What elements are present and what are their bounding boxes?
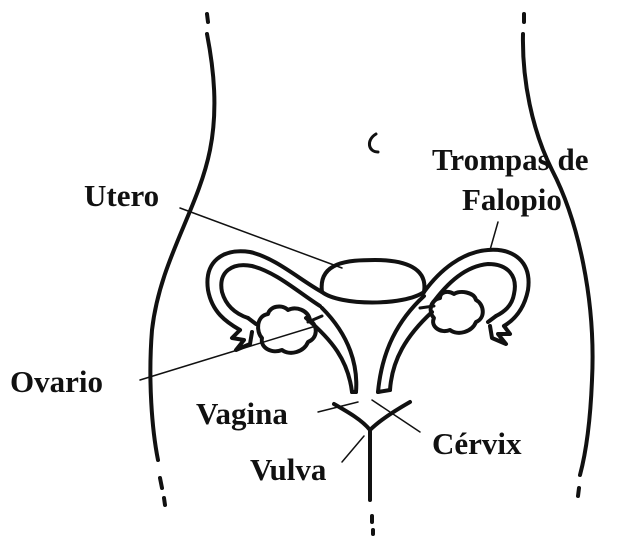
vagina-right-line bbox=[370, 402, 410, 430]
uterus-leader bbox=[180, 208, 342, 268]
right-ovary bbox=[431, 292, 483, 333]
label-tubes-line1: Trompas de bbox=[432, 142, 588, 177]
leader-lines bbox=[140, 208, 498, 462]
uterus-right-wall bbox=[378, 296, 424, 392]
vulva-leader bbox=[342, 436, 364, 462]
tubes-leader bbox=[490, 222, 498, 250]
left-ovary bbox=[258, 307, 316, 353]
cervix-leader bbox=[372, 400, 420, 432]
vagina-left-line bbox=[334, 404, 370, 430]
label-uterus: Utero bbox=[84, 178, 159, 213]
uterus-right-inner bbox=[390, 312, 432, 390]
label-vagina: Vagina bbox=[196, 396, 288, 431]
right-body-contour bbox=[523, 14, 593, 496]
right-fimbriae bbox=[488, 316, 510, 344]
label-tubes-line2: Falopio bbox=[462, 182, 562, 217]
uterus-body bbox=[322, 260, 425, 292]
right-ovary-ligament bbox=[420, 306, 434, 308]
cervix-right-end bbox=[378, 390, 390, 392]
vulva-line bbox=[370, 430, 373, 534]
uterus-illustration bbox=[207, 250, 528, 534]
left-body-contour bbox=[150, 14, 214, 505]
label-vulva: Vulva bbox=[250, 452, 327, 487]
navel bbox=[369, 134, 378, 152]
vagina-leader bbox=[318, 402, 358, 412]
uterus-inner-cavity bbox=[322, 292, 424, 303]
label-cervix: Cérvix bbox=[432, 426, 522, 461]
uterus-left-wall bbox=[306, 318, 352, 392]
label-ovary: Ovario bbox=[10, 364, 103, 399]
